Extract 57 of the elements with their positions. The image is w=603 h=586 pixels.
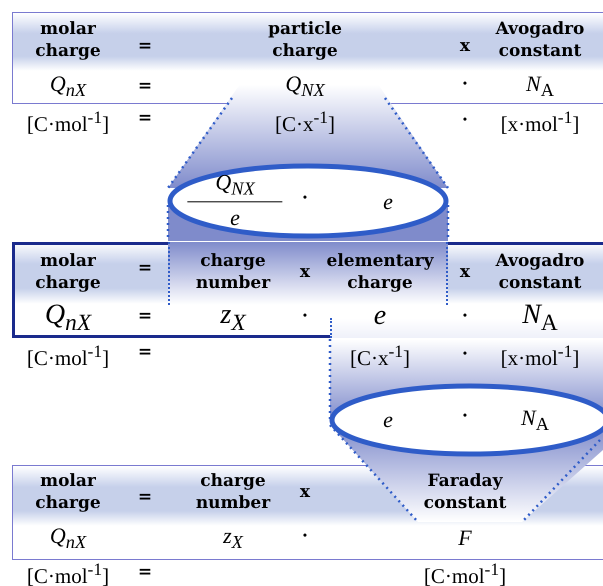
column-heading: molar charge (34, 250, 102, 294)
formula-symbol: Q$_{nX}$ (50, 522, 86, 554)
unit-label: [C·mol$^{-1}$] (26, 107, 110, 137)
formula-symbol: N$_{A}$ (521, 404, 549, 436)
operator-sign: = (138, 306, 152, 326)
unit-label: [C·x$^{-1}$] (274, 107, 336, 137)
operator-sign: · (462, 306, 468, 326)
formula-symbol: e (383, 189, 393, 215)
column-heading: molar charge (34, 470, 102, 514)
formula-band (12, 465, 603, 560)
formula-symbol: Q$_{nX}$ (50, 70, 86, 102)
operator-sign: = (138, 342, 152, 362)
operator-sign: · (302, 188, 308, 208)
unit-label: [x·mol$^{-1}$] (500, 107, 580, 137)
column-heading: Avogadro constant (494, 250, 586, 294)
operator-sign: · (462, 344, 468, 364)
unit-label: [C·mol$^{-1}$] (26, 559, 110, 586)
unit-label: [x·mol$^{-1}$] (500, 341, 580, 371)
formula-band (12, 242, 603, 338)
column-heading: charge number (194, 250, 272, 294)
unit-label: [C·mol$^{-1}$] (424, 559, 506, 586)
operator-sign: = (138, 487, 152, 507)
operator-sign: = (138, 258, 152, 278)
formula-symbol: z$_{X}$ (220, 299, 246, 337)
formula-symbol: N$_{A}$ (526, 70, 554, 102)
formula-symbol: N$_{A}$ (522, 299, 558, 337)
column-heading: charge number (194, 470, 272, 514)
formula-symbol: e (230, 205, 240, 231)
magnifier-ellipse (166, 162, 450, 240)
formula-symbol: z$_{X}$ (223, 522, 243, 554)
operator-sign: = (138, 76, 152, 96)
operator-sign: · (302, 526, 308, 546)
formula-band (12, 12, 603, 104)
operator-sign: x (460, 262, 470, 282)
unit-label: [C·mol$^{-1}$] (26, 341, 110, 371)
formula-symbol: Q$_{NX}$ (285, 70, 325, 102)
operator-sign: · (462, 110, 468, 130)
operator-sign: = (138, 36, 152, 56)
fraction-numerator: Q$_{NX}$ (187, 169, 283, 203)
operator-sign: · (462, 406, 468, 426)
operator-sign: x (300, 262, 310, 282)
formula-symbol: e (374, 300, 386, 332)
operator-sign: · (462, 74, 468, 94)
operator-sign: x (460, 36, 470, 56)
formula-symbol: Q$_{nX}$ (44, 299, 92, 337)
column-heading: particle charge (267, 18, 343, 62)
operator-sign: x (300, 482, 310, 502)
column-heading: Avogadro constant (494, 18, 586, 62)
formula-symbol: F (458, 525, 472, 551)
formula-symbol: e (383, 407, 393, 433)
operator-sign: = (138, 108, 152, 128)
column-heading: Faraday constant (422, 470, 508, 514)
operator-sign: = (138, 562, 152, 582)
operator-sign: · (302, 306, 308, 326)
column-heading: elementary charge (326, 250, 435, 294)
unit-label: [C·x$^{-1}$] (350, 341, 410, 371)
column-heading: molar charge (34, 18, 102, 62)
